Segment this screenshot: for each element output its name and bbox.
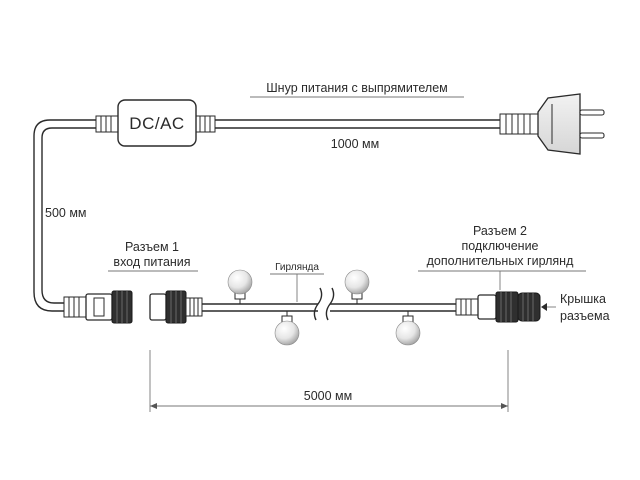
power-cord-label: Шнур питания с выпрямителем	[266, 81, 448, 95]
bulb-3	[344, 269, 370, 304]
connector-2-label-line3: дополнительных гирлянд	[427, 254, 574, 268]
converter-strain-relief-left	[95, 115, 119, 133]
converter-label: DC/AC	[129, 114, 184, 133]
converter-strain-relief-right	[194, 115, 216, 133]
cap-label-line1: Крышка	[560, 292, 606, 306]
cap-label-line2: разъема	[560, 309, 610, 323]
bulb-1	[227, 269, 253, 304]
connector-cap-icon	[517, 292, 541, 322]
connector-1-plug	[63, 290, 133, 324]
garland-length-label: 5000 мм	[304, 389, 352, 403]
plug-icon	[537, 93, 605, 155]
plug-strain-relief	[499, 113, 539, 135]
cap-arrow	[541, 303, 556, 311]
garland-dimension	[149, 350, 509, 412]
garland-cable	[202, 287, 456, 321]
cord-length-label: 1000 мм	[331, 137, 379, 151]
connector-1-label-line1: Разъем 1	[125, 240, 179, 254]
converter-box: DC/AC	[117, 99, 197, 147]
connector-2-label-line1: Разъем 2	[473, 224, 527, 238]
lead-length-label: 500 мм	[45, 206, 87, 220]
bulb-4	[395, 311, 421, 346]
connector-1-label-line2: вход питания	[113, 255, 190, 269]
garland-label: Гирлянда	[275, 262, 319, 273]
connector-1-socket	[149, 290, 203, 324]
connector-2	[455, 291, 519, 323]
connector-2-label-line2: подключение	[461, 239, 538, 253]
power-cord	[33, 119, 500, 312]
bulb-2	[274, 311, 300, 346]
